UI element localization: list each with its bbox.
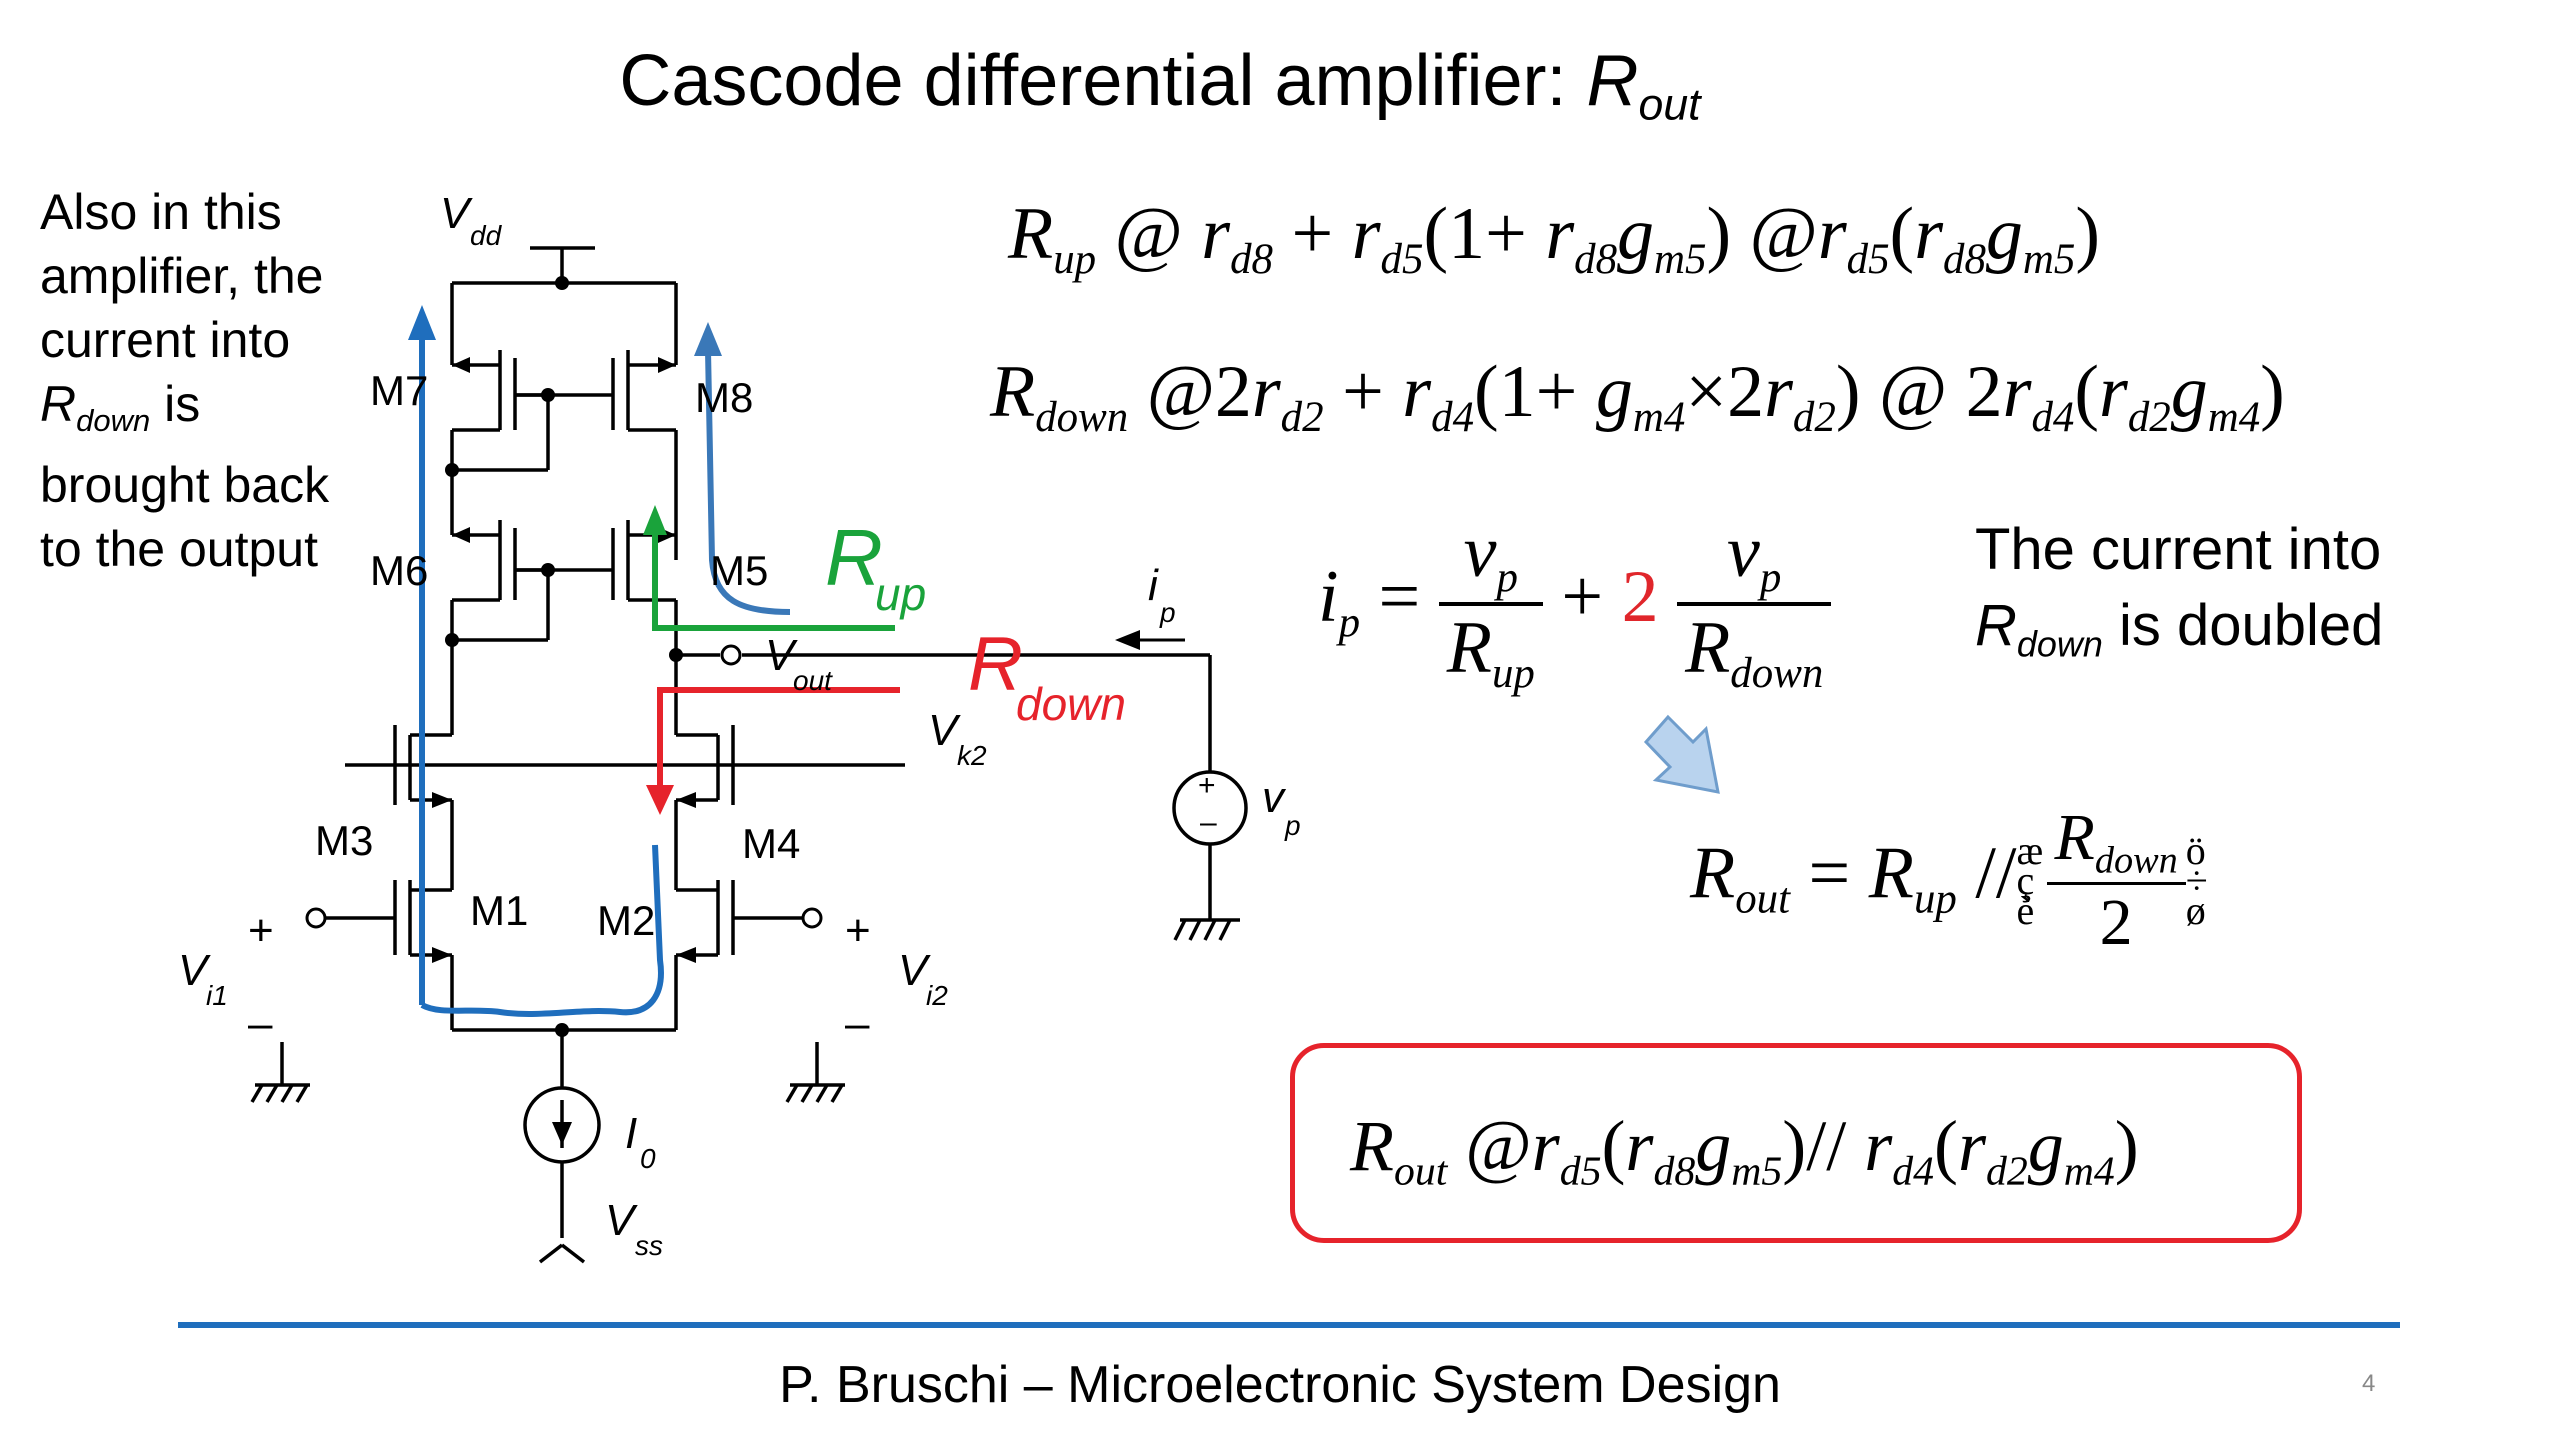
label-vi1: V bbox=[178, 946, 211, 995]
label-rup-sub: up bbox=[875, 568, 926, 620]
label-rdown: R bbox=[968, 622, 1023, 707]
label-vdd: V bbox=[440, 189, 473, 238]
footer-rule bbox=[178, 1322, 2400, 1328]
label-vk2-sub: k2 bbox=[957, 740, 987, 771]
label-ip: i bbox=[1148, 561, 1159, 610]
label-vk2: V bbox=[928, 706, 961, 755]
label-i0-sub: 0 bbox=[640, 1143, 656, 1174]
label-m3: M3 bbox=[315, 817, 373, 864]
label-rup: R bbox=[825, 513, 883, 602]
label-vp-sub: p bbox=[1284, 810, 1301, 841]
equation-rout-result: Rout @rd5(rd8gm5)// rd4(rd2gm4) bbox=[1350, 1106, 2139, 1195]
equation-rdown: Rdown @2rd2 + rd4(1+ gm4×2rd2) @ 2rd4(rd… bbox=[990, 351, 2285, 442]
label-i0: I bbox=[625, 1109, 637, 1158]
label-m1: M1 bbox=[470, 887, 528, 934]
label-m5: M5 bbox=[710, 547, 768, 594]
label-m6: M6 bbox=[370, 547, 428, 594]
label-ip-sub: p bbox=[1159, 597, 1176, 628]
label-vss: V bbox=[605, 1196, 638, 1245]
label-vp: v bbox=[1262, 773, 1287, 822]
note-left: Also in this amplifier, the current into… bbox=[40, 184, 330, 577]
label-vdd-sub: dd bbox=[470, 220, 503, 251]
label-m4: M4 bbox=[742, 820, 800, 867]
page-number: 4 bbox=[2362, 1370, 2376, 1397]
label-vi2-plus: + bbox=[845, 906, 871, 955]
label-m2: M2 bbox=[597, 897, 655, 944]
label-m7: M7 bbox=[370, 367, 428, 414]
label-vi2-sub: i2 bbox=[926, 980, 948, 1011]
label-vout-sub: out bbox=[793, 665, 833, 696]
slide-title: Cascode differential amplifier: Rout bbox=[619, 41, 1701, 130]
label-vi1-plus: + bbox=[248, 906, 274, 955]
label-m8: M8 bbox=[695, 374, 753, 421]
label-source-plus: + bbox=[1198, 769, 1216, 802]
label-source-minus: – bbox=[1200, 806, 1217, 839]
label-vi2: V bbox=[898, 946, 931, 995]
equation-rup: Rup @ rd8 + rd5(1+ rd8gm5) @rd5(rd8gm5) bbox=[1008, 193, 2101, 284]
circuit-schematic: V dd M7 M8 M6 M5 M3 M4 M1 M2 V out V k2 … bbox=[178, 189, 1301, 1264]
down-arrow-icon bbox=[1643, 714, 1720, 794]
footer-text: P. Bruschi – Microelectronic System Desi… bbox=[779, 1356, 1781, 1414]
note-right: The current into Rdown is doubled bbox=[1975, 517, 2384, 665]
result-box bbox=[1290, 1043, 2302, 1243]
label-vss-sub: ss bbox=[635, 1230, 663, 1261]
label-vi1-sub: i1 bbox=[206, 980, 228, 1011]
label-vi1-minus: – bbox=[248, 999, 273, 1048]
label-vi2-minus: – bbox=[845, 999, 870, 1048]
label-vout: V bbox=[765, 631, 798, 680]
label-rdown-sub: down bbox=[1016, 678, 1126, 730]
